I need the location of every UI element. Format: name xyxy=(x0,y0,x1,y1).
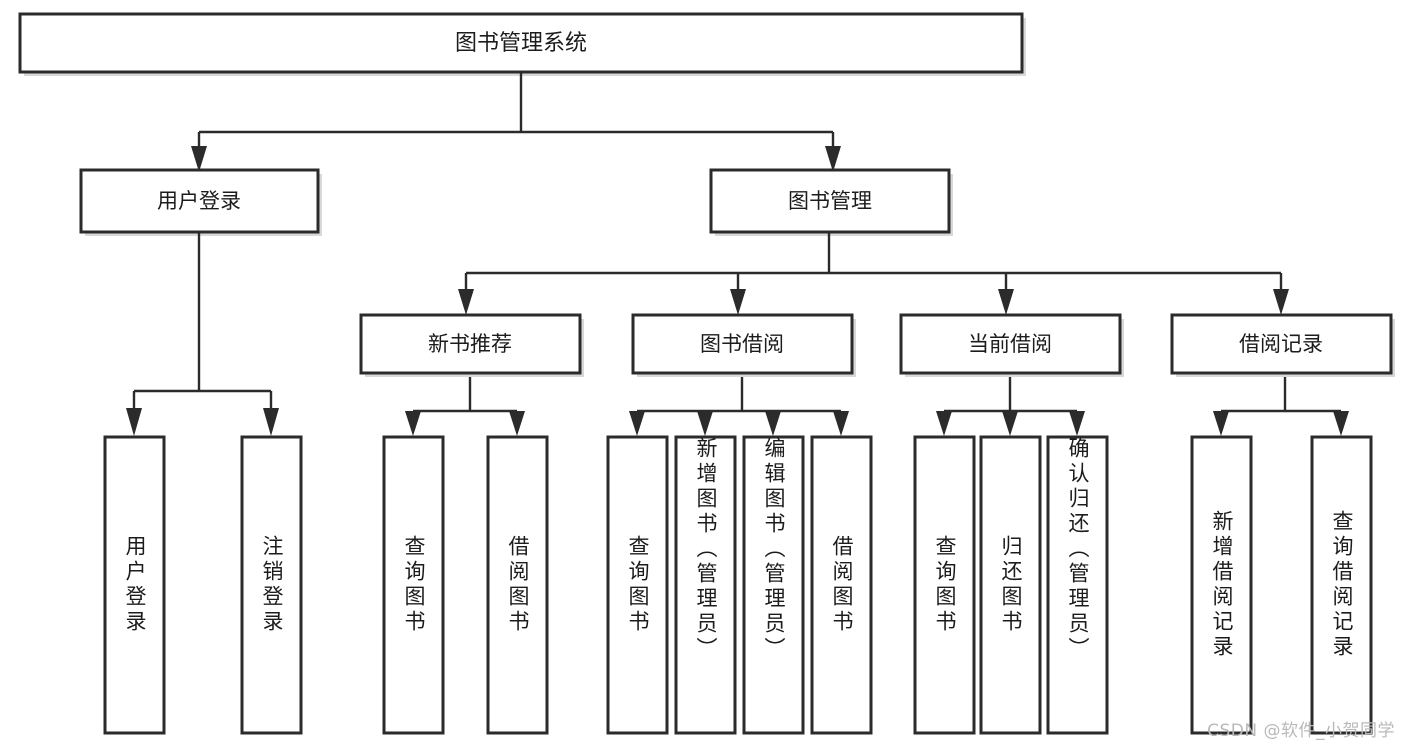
node-leaf-borrow-book-1[interactable] xyxy=(486,435,549,735)
node-new-book-rec[interactable] xyxy=(359,313,582,375)
node-book-manage[interactable] xyxy=(709,168,951,234)
node-leaf-edit-book[interactable] xyxy=(742,435,805,735)
csdn-watermark: CSDN @软件_小贺同学 xyxy=(1207,721,1395,741)
label-user-login: 用户登录 xyxy=(157,189,241,213)
arrowhead-borrow-record xyxy=(1273,289,1289,315)
label-book-manage: 图书管理 xyxy=(788,189,872,213)
arrowhead-new-book-rec xyxy=(458,289,474,315)
node-user-login[interactable] xyxy=(79,168,320,234)
arrowhead-leaf-confirm-return xyxy=(1069,411,1085,436)
node-leaf-add-book[interactable] xyxy=(674,435,737,735)
arrowhead-book-borrow xyxy=(730,289,746,315)
arrowhead-leaf-query-book-2 xyxy=(629,411,645,436)
node-leaf-confirm-return[interactable] xyxy=(1046,435,1109,735)
node-leaf-return-book[interactable] xyxy=(979,435,1042,735)
arrowhead-leaf-borrow-book-1 xyxy=(509,411,525,436)
arrowhead-leaf-query-book-1 xyxy=(405,411,421,436)
arrowhead-leaf-edit-book xyxy=(765,411,781,436)
node-borrow-record[interactable] xyxy=(1170,313,1393,375)
arrowhead-leaf-query-record xyxy=(1333,411,1349,436)
arrowhead-current-borrow xyxy=(998,289,1014,315)
node-leaf-query-book-1[interactable] xyxy=(382,435,445,735)
connector-lines xyxy=(126,72,1349,436)
arrowhead-leaf-add-record xyxy=(1213,411,1229,436)
node-leaf-add-record[interactable] xyxy=(1190,435,1253,735)
arrowhead-user-login xyxy=(191,146,207,172)
node-leaf-borrow-book-2[interactable] xyxy=(810,435,873,735)
label-book-borrow: 图书借阅 xyxy=(700,332,784,356)
label-borrow-record: 借阅记录 xyxy=(1239,332,1323,356)
node-root-book-management-system[interactable] xyxy=(18,12,1024,74)
arrowhead-book-manage xyxy=(825,146,841,172)
arrowhead-leaf-user-login xyxy=(126,408,142,436)
arrowhead-leaf-return-book xyxy=(1002,411,1018,436)
node-leaf-user-login[interactable] xyxy=(103,435,166,735)
node-leaf-query-record[interactable] xyxy=(1310,435,1373,735)
arrowhead-leaf-user-logout xyxy=(263,408,279,436)
arrowhead-leaf-add-book xyxy=(697,411,713,436)
arrowhead-leaf-borrow-book-2 xyxy=(833,411,849,436)
node-leaf-query-book-2[interactable] xyxy=(606,435,669,735)
node-leaf-query-book-3[interactable] xyxy=(913,435,976,735)
node-leaf-user-logout[interactable] xyxy=(240,435,303,735)
label-new-book-rec: 新书推荐 xyxy=(428,332,512,356)
node-book-borrow[interactable] xyxy=(631,313,854,375)
label-root: 图书管理系统 xyxy=(455,31,587,56)
node-current-borrow[interactable] xyxy=(899,313,1122,375)
arrowhead-leaf-query-book-3 xyxy=(936,411,952,436)
label-current-borrow: 当前借阅 xyxy=(968,332,1052,356)
